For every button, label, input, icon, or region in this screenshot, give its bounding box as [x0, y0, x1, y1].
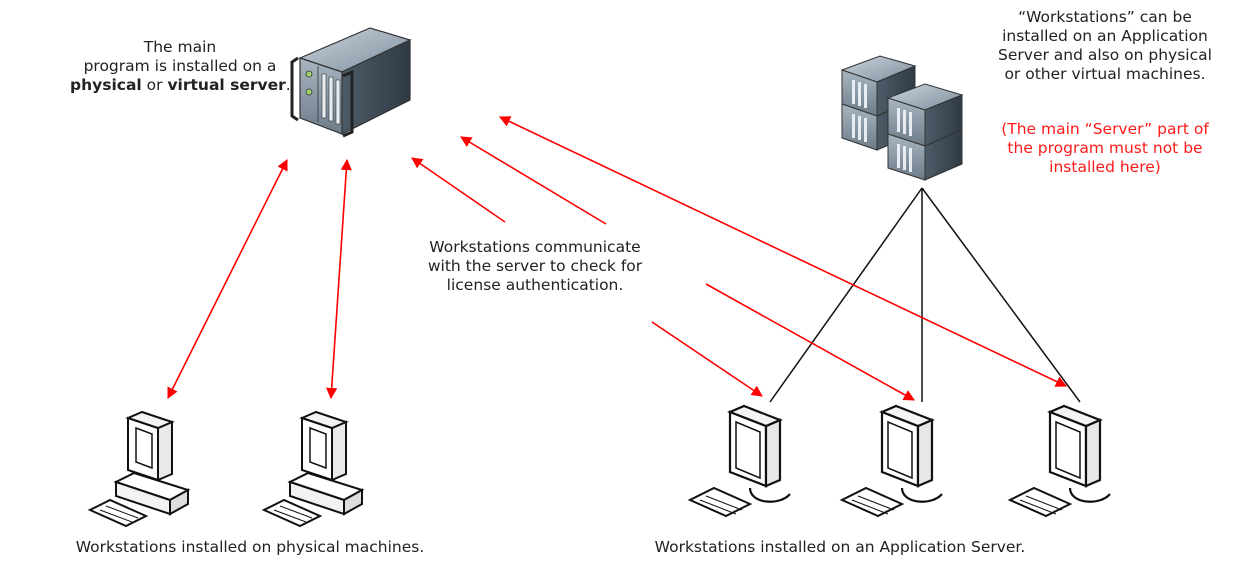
thin-client-monitor-icon [687, 404, 791, 518]
communication-label: Workstations communicate with the server… [375, 238, 695, 295]
app-server-note: “Workstations” can be installed on an Ap… [960, 8, 1250, 84]
arrow-virtual-1 [651, 321, 763, 397]
connector-line-1 [769, 187, 923, 403]
thin-client-monitor-icon [1007, 404, 1111, 518]
desktop-pc-icon [87, 410, 191, 528]
communication-line-3: license authentication. [446, 276, 624, 294]
communication-line-2: with the server to check for [427, 257, 643, 275]
server-warning-line-3: installed here) [1049, 158, 1161, 176]
arrow-comm-1 [411, 157, 506, 223]
server-warning-line-2: the program must not be [1007, 139, 1203, 157]
arrow-virtual-2 [705, 283, 915, 401]
server-warning-line-1: (The main “Server” part of [1001, 120, 1209, 138]
main-program-label: The main program is installed on a physi… [70, 38, 291, 95]
app-server-note-line-4: or other virtual machines. [1004, 65, 1206, 83]
app-server-note-line-2: installed on an Application [1002, 27, 1208, 45]
arrow-virtual-long [498, 116, 1068, 387]
app-server-note-line-3: Server and also on physical [998, 46, 1212, 64]
main-program-line-3: physical or virtual server. [70, 76, 291, 95]
rack-server-icon [290, 27, 412, 138]
application-server-caption: Workstations installed on an Application… [654, 538, 1026, 556]
physical-text: physical [70, 76, 142, 94]
main-program-line-1: The main [143, 38, 217, 56]
license-arrows [167, 116, 1068, 401]
app-server-note-line-1: “Workstations” can be [1018, 8, 1192, 26]
thin-client-monitor-icon [839, 404, 943, 518]
arrow-comm-2 [460, 136, 607, 225]
or-text: or [141, 76, 168, 94]
desktop-pc-icon [261, 410, 365, 528]
server-warning-note: (The main “Server” part of the program m… [960, 120, 1250, 177]
arrow-double-physical-2 [326, 158, 352, 400]
server-cluster-icon [840, 55, 964, 181]
communication-line-1: Workstations communicate [429, 238, 641, 256]
connector-line-3 [921, 187, 1081, 403]
arrow-double-physical-1 [167, 158, 288, 400]
period-text: . [285, 76, 291, 94]
main-program-line-2: program is installed on a [83, 57, 277, 75]
virtual-server-text: virtual server [167, 76, 286, 94]
physical-machines-caption: Workstations installed on physical machi… [75, 538, 425, 556]
